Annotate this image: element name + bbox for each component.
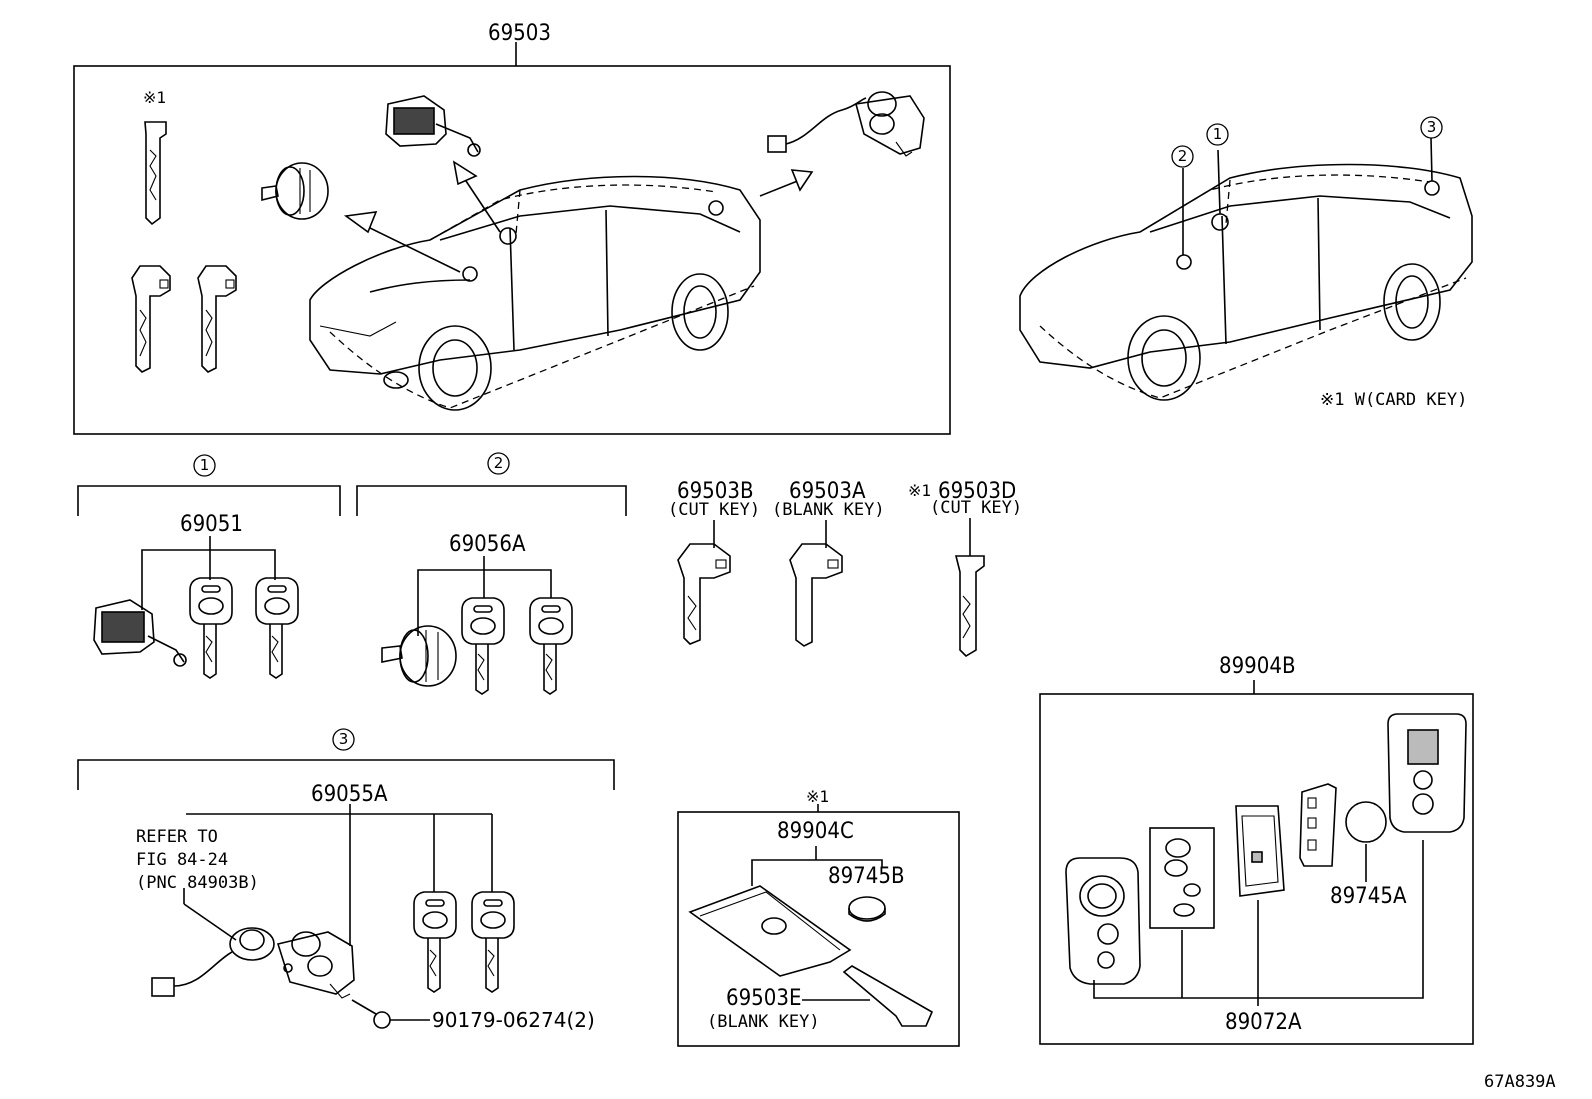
- group1-marker-label: 1: [199, 456, 210, 474]
- lock-cylinder-icon: [381, 625, 457, 687]
- group3-bracket: [77, 759, 615, 946]
- card-key-note-marker: ※1: [908, 481, 932, 500]
- bolt-icon: [351, 999, 430, 1029]
- button-pad-icon: [1149, 827, 1215, 929]
- circle-marker-2: 2: [1171, 145, 1194, 168]
- ignition-switch-icon: [385, 95, 481, 157]
- refer-note-line: FIG 84-24: [136, 850, 229, 870]
- part-note-cut-key: (CUT KEY): [930, 498, 1023, 518]
- group1-bracket: [77, 485, 341, 610]
- part-number-69503: 69503: [488, 21, 551, 46]
- key-icon: [529, 597, 573, 695]
- key-fob-shell-icon: [1065, 857, 1141, 985]
- part-number-89745B: 89745B: [828, 864, 905, 889]
- key-icon: [255, 577, 299, 679]
- legend-note: ※1 W(CARD KEY): [1320, 390, 1468, 410]
- part-number-69503E: 69503E: [726, 986, 802, 1011]
- group3-marker: 3: [332, 728, 355, 751]
- card-key-blade-icon: [144, 121, 167, 226]
- circle-marker-1: 1: [1206, 123, 1229, 146]
- card-blade-icon: [802, 965, 934, 1027]
- part-number-89904B: 89904B: [1219, 654, 1296, 679]
- key-icon: [189, 577, 233, 679]
- trunk-lock-icon: [276, 931, 355, 999]
- group2-marker-label: 2: [493, 454, 504, 472]
- part-number-69051: 69051: [180, 512, 243, 537]
- refer-note-line: (PNC 84903B): [136, 873, 259, 893]
- smart-key-icon: [131, 265, 171, 373]
- arrow-icon: [343, 211, 461, 273]
- figure-id: 67A839A: [1484, 1072, 1556, 1092]
- lock-cylinder-icon: [261, 162, 329, 220]
- part-number-89904C: 89904C: [777, 819, 854, 844]
- part-note-cut-key: (CUT KEY): [668, 500, 761, 520]
- part-number-69055A: 69055A: [311, 782, 388, 807]
- part-number-89745A: 89745A: [1330, 884, 1407, 909]
- part-number-69503A: 69503A: [789, 479, 866, 504]
- smart-key-icon: [197, 265, 237, 373]
- battery-icon: [848, 896, 886, 922]
- cut-key-icon: [677, 520, 731, 645]
- fob-group-frame: [1039, 680, 1474, 1045]
- wire-connector-icon: [151, 927, 275, 997]
- group-69503-frame: [73, 42, 951, 435]
- key-icon: [471, 891, 515, 993]
- circuit-board-icon: [1235, 805, 1285, 897]
- card-group-note-marker: ※1: [806, 787, 830, 806]
- key-icon: [413, 891, 457, 993]
- part-number-69056A: 69056A: [449, 532, 526, 557]
- part-number-69503D: 69503D: [938, 479, 1017, 504]
- part-note-blank-key: (BLANK KEY): [707, 1012, 820, 1032]
- battery-icon: [1345, 801, 1387, 843]
- blank-key-icon: [789, 520, 843, 647]
- circle-marker-label: 2: [1177, 147, 1188, 165]
- car-illustration-left: [309, 175, 761, 411]
- card-key-icon: [688, 885, 852, 977]
- arrow-icon: [452, 160, 501, 233]
- battery-cover-icon: [1299, 783, 1337, 867]
- group1-marker: 1: [193, 454, 216, 477]
- circle-marker-label: 3: [1426, 118, 1437, 136]
- circle-marker-3: 3: [1420, 116, 1443, 139]
- trunk-lock-icon: [767, 91, 925, 157]
- ignition-switch-icon: [93, 599, 187, 667]
- part-number-90179-06274: 90179-06274(2): [432, 1008, 595, 1032]
- group3-marker-label: 3: [338, 730, 349, 748]
- circle-marker-label: 1: [1212, 125, 1223, 143]
- card-key-blade-icon: [954, 518, 985, 658]
- part-number-69503B: 69503B: [677, 479, 754, 504]
- key-icon: [461, 597, 505, 695]
- card-group-frame: [677, 804, 960, 1047]
- group2-bracket: [356, 485, 627, 636]
- part-note-blank-key: (BLANK KEY): [772, 500, 885, 520]
- car-illustration-right: [1019, 137, 1473, 401]
- part-number-89072A: 89072A: [1225, 1010, 1302, 1035]
- key-fob-case-icon: [1387, 713, 1467, 833]
- card-key-note-marker: ※1: [143, 88, 167, 107]
- refer-note-line: REFER TO: [136, 827, 218, 847]
- arrow-icon: [759, 169, 814, 197]
- group2-marker: 2: [487, 452, 510, 475]
